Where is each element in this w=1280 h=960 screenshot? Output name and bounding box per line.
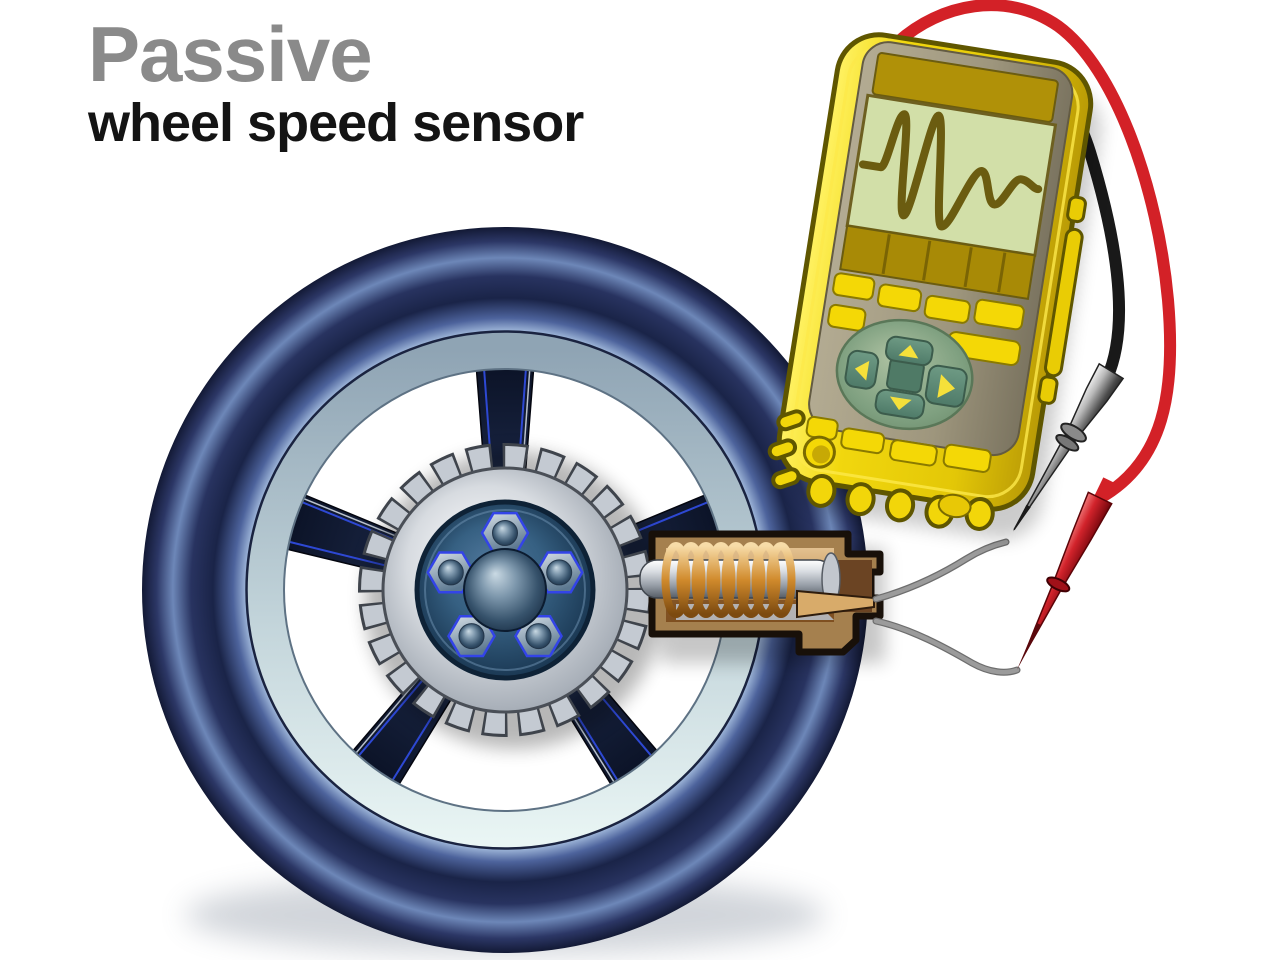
black-probe-collar [1055,434,1080,452]
title-line-secondary: wheel speed sensor [88,93,584,154]
black-probe-collar [1060,422,1087,443]
meter-key-band [839,224,1036,301]
lug-bolt [426,551,476,594]
meter-side-rail [1066,195,1087,224]
meter-button [889,439,938,467]
meter-button [923,294,971,324]
dpad-up-icon [898,345,919,359]
title-line-primary: Passive [88,10,373,98]
meter-bottom-oval [937,493,972,519]
coil-loop [676,542,706,618]
sensor-terminal-pin [796,589,875,619]
meter-button [840,427,886,455]
meter-button [942,443,992,473]
multimeter [767,32,1102,540]
sensor-coil [661,542,796,618]
meter-button [876,283,923,313]
sensor-wire-upper [873,539,1009,602]
boot-bump [806,473,837,508]
wheel-speed-sensor [639,530,1021,676]
meter-button [832,272,876,301]
dpad-right-icon [937,374,956,398]
boot-bump [845,482,876,517]
red-probe [1016,477,1115,670]
sensor-wires [872,538,1021,676]
dpad-down-icon [889,396,912,411]
coil-loop [721,542,751,618]
boot-rib [771,467,801,490]
dpad-arrows [854,345,956,411]
diagram-title: Passive wheel speed sensor [88,10,584,154]
wheel [142,227,869,955]
black-probe-tip [1012,504,1031,532]
hub-cap-sphere [463,548,547,632]
coil-loop [736,542,766,618]
meter-top-band [871,52,1059,123]
meter-side-rail [1043,227,1084,378]
sensor-wire-lower [873,618,1020,675]
coil-loop [766,542,796,618]
meter-button [973,298,1025,331]
coil-loop [751,542,781,618]
lug-bolt [514,614,563,658]
boot-rib [767,438,798,461]
boot-rib [776,409,806,432]
coil-loop [706,542,736,618]
meter-button [827,303,867,332]
waveform-trace [858,110,1043,231]
coil-loop [661,542,691,618]
meter-side-rail [1037,375,1059,405]
hub [414,499,596,681]
meter-round-button-shade [812,445,831,464]
coil-loop [691,542,721,618]
red-lead-cable [892,0,1177,504]
gear-teeth [361,446,649,734]
dpad-left-icon [854,360,870,381]
lug-bolt [480,511,530,555]
red-probe-tip [1016,622,1042,670]
dpad [835,318,974,431]
black-probe [1012,362,1125,532]
red-probe-collar [1046,576,1071,593]
boot-bump [885,488,916,523]
tone-ring-gear [358,443,663,749]
